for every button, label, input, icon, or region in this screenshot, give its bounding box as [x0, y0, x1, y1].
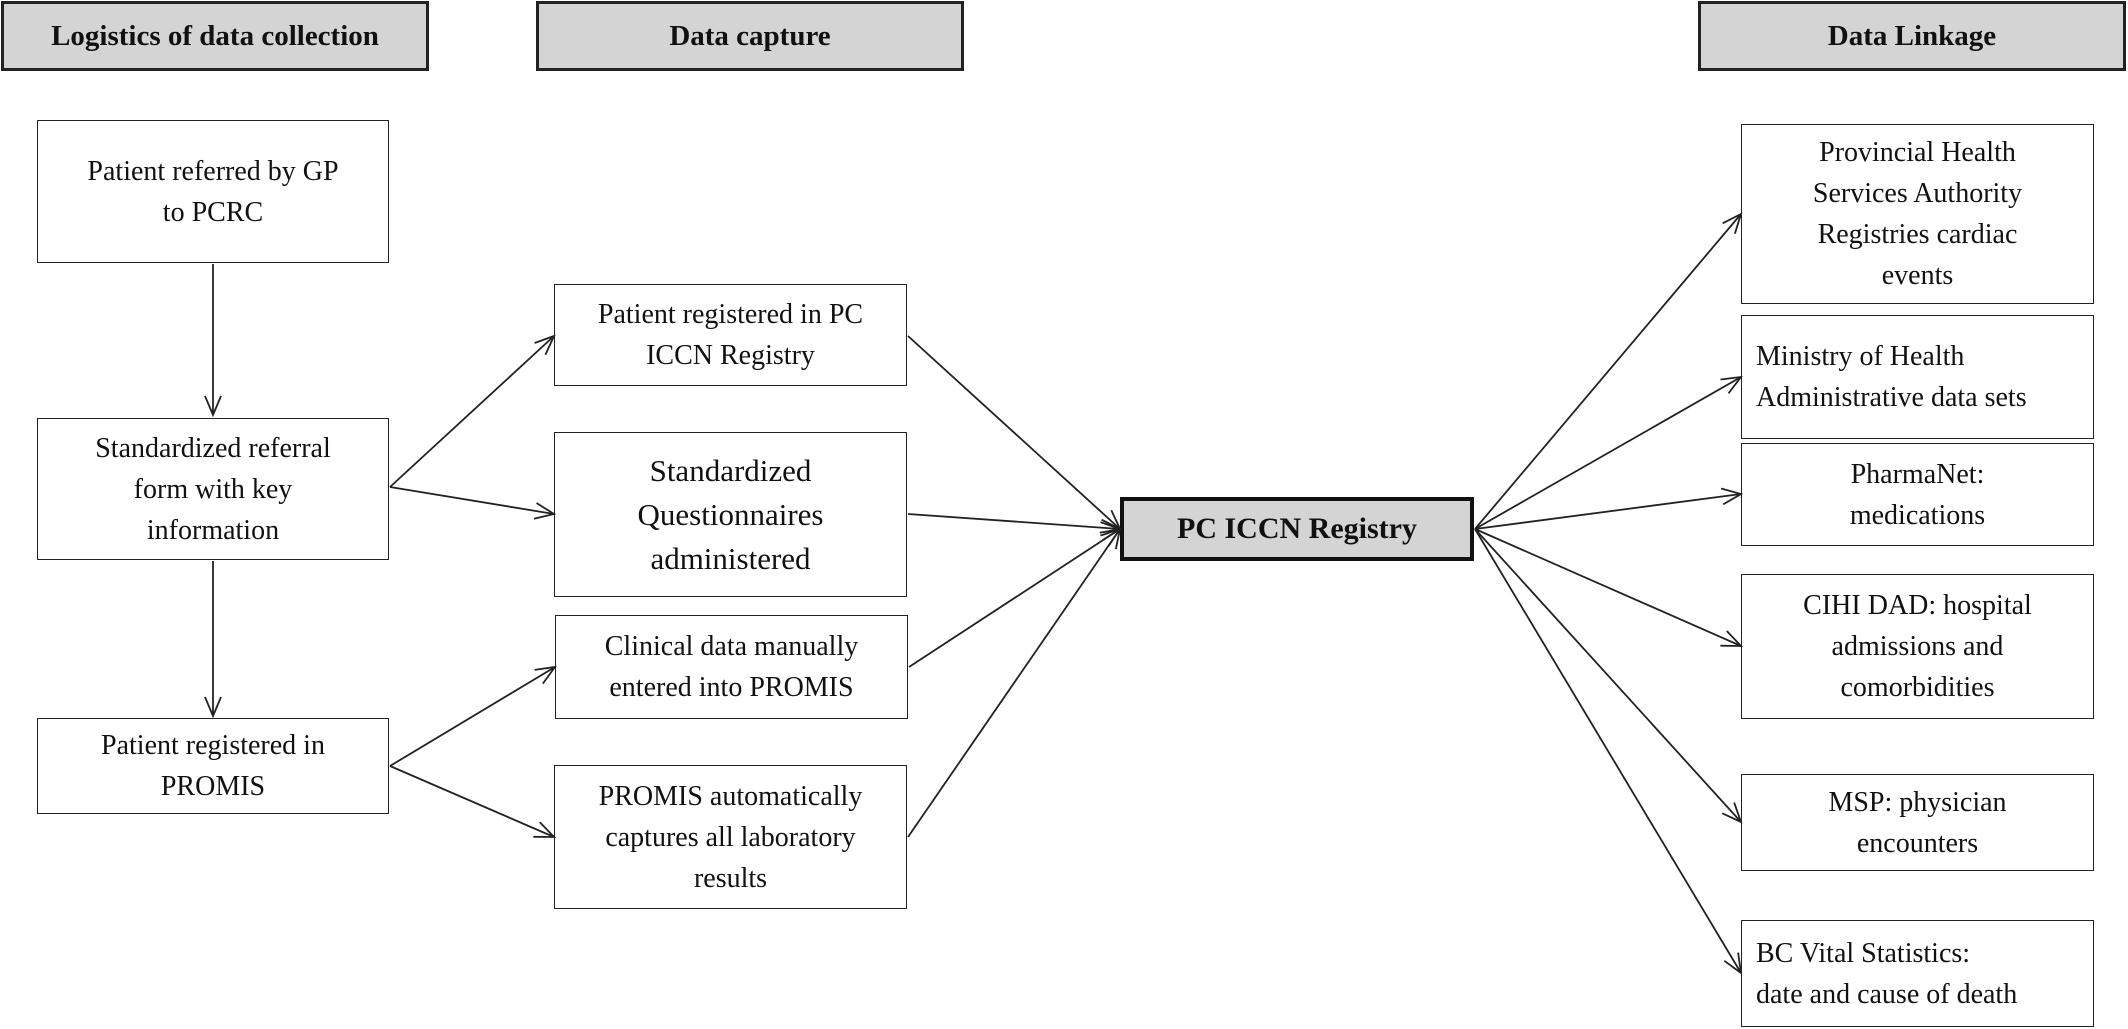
box-clinical-data-entered: Clinical data manually entered into PROM… [555, 615, 908, 719]
arrow-registry-to-cihi [1474, 528, 1741, 646]
box-pharmanet: PharmaNet: medications [1741, 443, 2094, 546]
box-msp: MSP: physician encounters [1741, 774, 2094, 871]
box-patient-registered-pc-iccn: Patient registered in PC ICCN Registry [554, 284, 907, 386]
box-standardized-questionnaires-text: Standardized Questionnaires administered [637, 452, 824, 576]
arrow-form-to-pc-registration [389, 336, 554, 488]
box-ministry-of-health-text: Ministry of Health Administrative data s… [1756, 341, 2027, 413]
box-ministry-of-health: Ministry of Health Administrative data s… [1741, 315, 2094, 439]
header-data-linkage: Data Linkage [1698, 1, 2126, 71]
box-msp-text: MSP: physician encounters [1828, 786, 2007, 859]
arrow-registry-to-phsa [1474, 214, 1741, 530]
header-data-capture: Data capture [536, 1, 964, 71]
arrow-registry-to-vital [1474, 528, 1741, 973]
box-phsa-registries-text: Provincial Health Services Authority Reg… [1812, 137, 2023, 291]
box-bc-vital-statistics: BC Vital Statistics: date and cause of d… [1741, 920, 2094, 1027]
box-patient-referred-text: Patient referred by GP to PCRC [87, 155, 339, 228]
arrow-registry-to-moh [1474, 377, 1741, 530]
box-pharmanet-text: PharmaNet: medications [1849, 458, 1986, 531]
box-promis-lab-results: PROMIS automatically captures all labora… [554, 765, 907, 909]
arrow-lab-results-to-registry [907, 529, 1120, 838]
arrow-registry-to-pharmanet [1474, 494, 1741, 530]
arrow-pc-registration-to-registry [907, 335, 1120, 529]
arrow-questionnaires-to-registry [907, 513, 1120, 529]
box-patient-registered-promis: Patient registered in PROMIS [37, 718, 389, 814]
box-standardized-referral-form-text: Standardized referral form with key info… [95, 432, 331, 546]
box-cihi-dad-text: CIHI DAD: hospital admissions and comorb… [1803, 590, 2032, 703]
box-patient-referred: Patient referred by GP to PCRC [37, 120, 389, 263]
box-promis-lab-results-text: PROMIS automatically captures all labora… [598, 780, 863, 894]
box-bc-vital-statistics-text: BC Vital Statistics: date and cause of d… [1756, 937, 2018, 1010]
arrow-clinical-data-to-registry [908, 529, 1120, 668]
box-clinical-data-entered-text: Clinical data manually entered into PROM… [604, 631, 859, 703]
box-standardized-questionnaires: Standardized Questionnaires administered [554, 432, 907, 597]
arrow-registry-to-msp [1474, 528, 1741, 822]
arrow-promis-to-lab-results [389, 765, 554, 837]
box-cihi-dad: CIHI DAD: hospital admissions and comorb… [1741, 574, 2094, 719]
box-phsa-registries: Provincial Health Services Authority Reg… [1741, 124, 2094, 304]
box-patient-registered-promis-text: Patient registered in PROMIS [101, 730, 325, 802]
pc-iccn-registry-box: PC ICCN Registry [1120, 497, 1474, 561]
arrow-promis-to-clinical-data [389, 667, 555, 767]
header-logistics: Logistics of data collection [1, 1, 429, 71]
arrow-form-to-questionnaires [389, 486, 554, 514]
box-patient-registered-pc-iccn-text: Patient registered in PC ICCN Registry [597, 299, 864, 371]
box-standardized-referral-form: Standardized referral form with key info… [37, 418, 389, 560]
